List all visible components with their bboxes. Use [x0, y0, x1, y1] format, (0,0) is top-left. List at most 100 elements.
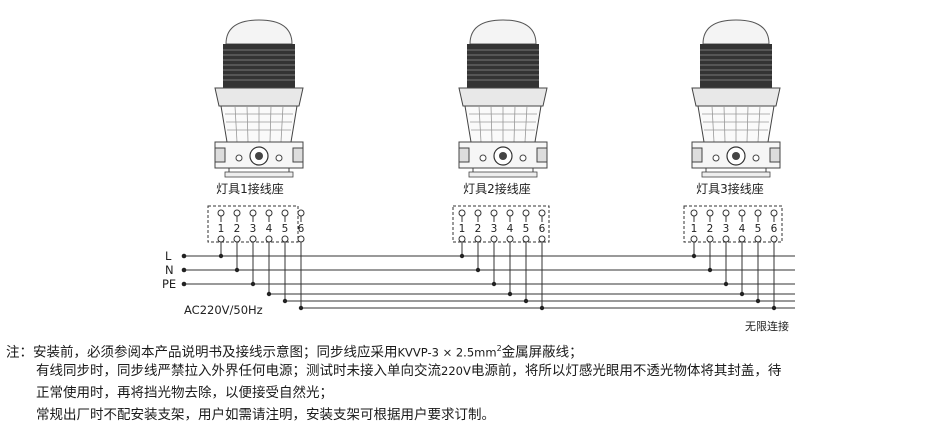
- wire-junction: [218, 253, 224, 259]
- wire-junction: [507, 291, 513, 297]
- wire-junction: [234, 267, 240, 273]
- lamp-1-illustration: [214, 19, 304, 178]
- terminal-top-screw: [538, 209, 546, 217]
- terminal-number: 2: [707, 223, 714, 235]
- wire-junction: [691, 253, 697, 259]
- terminal-number: 5: [755, 223, 762, 235]
- terminal-top-screw: [490, 209, 498, 217]
- terminal-bottom-screw: [706, 235, 714, 243]
- wire-junction: [771, 305, 777, 311]
- unlimited-connection-label: 无限连接: [745, 320, 789, 333]
- terminal-block-3: [683, 205, 783, 243]
- wire-junction: [539, 305, 545, 311]
- terminal-top-screw: [249, 209, 257, 217]
- wire-junction: [707, 267, 713, 273]
- terminal-bottom-screw: [754, 235, 762, 243]
- terminal-bottom-screw: [770, 235, 778, 243]
- terminal-bottom-screw: [297, 235, 305, 243]
- terminal-number: 3: [250, 223, 257, 235]
- cable-spec: KVVP-3 × 2.5mm: [397, 345, 497, 360]
- terminal-top-screw: [754, 209, 762, 217]
- terminal-bottom-screw: [690, 235, 698, 243]
- note-text: 安装前，必须参阅本产品说明书及接线示意图；同步线应采用: [33, 344, 398, 361]
- terminal-top-screw: [690, 209, 698, 217]
- terminal-bottom-screw: [490, 235, 498, 243]
- terminal-top-screw: [233, 209, 241, 217]
- terminal-bottom-screw: [458, 235, 466, 243]
- terminal-top-screw: [722, 209, 730, 217]
- terminal-number: 4: [507, 223, 514, 235]
- terminal-number: 1: [691, 223, 698, 235]
- terminal-bottom-screw: [281, 235, 289, 243]
- terminal-number: 2: [475, 223, 482, 235]
- terminal-number: 4: [739, 223, 746, 235]
- note-text: 有线同步时，同步线严禁拉入外界任何电源；测试时未接入单向交流: [36, 363, 441, 379]
- terminal-number: 6: [771, 223, 778, 235]
- line-label-n: N: [165, 263, 174, 277]
- terminal-number: 3: [723, 223, 730, 235]
- wire-junction: [266, 291, 272, 297]
- note-line-4: 常规出厂时不配安装支架，用户如需请注明，安装支架可根据用户要求订制。: [36, 407, 495, 423]
- wiring-diagram: 灯具1接线座 灯具2接线座 灯具3接线座 1 2 3 4 5 6 1 2 3 4…: [162, 19, 795, 333]
- line-label-pe: PE: [162, 277, 176, 291]
- terminal-number: 5: [282, 223, 289, 235]
- cable-spec-sup: 2: [496, 344, 502, 353]
- terminal-number: 1: [218, 223, 225, 235]
- terminal-top-screw: [281, 209, 289, 217]
- voltage-spec: 220V: [441, 364, 471, 378]
- wire-junction: [298, 305, 304, 311]
- terminal-bottom-screw: [538, 235, 546, 243]
- terminal-top-screw: [522, 209, 530, 217]
- note-text: 电源前，将所以灯感光眼用不透光物体将其封盖，待: [470, 363, 782, 379]
- terminal-top-screw: [458, 209, 466, 217]
- bus-endpoint: [181, 267, 187, 273]
- terminal-bottom-screw: [265, 235, 273, 243]
- terminal-number: 6: [539, 223, 546, 235]
- terminal-number: 6: [298, 223, 305, 235]
- terminal-top-screw: [506, 209, 514, 217]
- bus-endpoint: [181, 281, 187, 287]
- terminal-number: 3: [491, 223, 498, 235]
- terminal-top-screw: [770, 209, 778, 217]
- terminal-block-2: [452, 205, 550, 243]
- terminal-bottom-screw: [506, 235, 514, 243]
- power-label: AC220V/50Hz: [184, 303, 263, 317]
- note-line-3: 正常使用时，再将挡光物去除，以便接受自然光；: [36, 385, 333, 401]
- lamp-1-label: 灯具1接线座: [216, 181, 284, 196]
- terminal-number: 5: [523, 223, 530, 235]
- terminal-top-screw: [297, 209, 305, 217]
- lamp-2-illustration: [458, 19, 548, 178]
- terminal-top-screw: [474, 209, 482, 217]
- note-line-1: 注：安装前，必须参阅本产品说明书及接线示意图；同步线应采用KVVP-3 × 2.…: [6, 338, 583, 364]
- terminal-number: 4: [266, 223, 273, 235]
- wire-junction: [282, 298, 288, 304]
- lamp-2-label: 灯具2接线座: [463, 181, 531, 196]
- bus-endpoint: [181, 253, 187, 259]
- terminal-bottom-screw: [474, 235, 482, 243]
- lamp-3-illustration: [691, 19, 781, 178]
- terminal-number: 1: [459, 223, 466, 235]
- line-label-l: L: [165, 249, 172, 263]
- wire-junction: [250, 281, 256, 287]
- terminal-top-screw: [265, 209, 273, 217]
- terminal-top-screw: [706, 209, 714, 217]
- wire-junction: [755, 298, 761, 304]
- wire-junction: [723, 281, 729, 287]
- terminal-number: 2: [234, 223, 241, 235]
- wire-junction: [491, 281, 497, 287]
- terminal-bottom-screw: [233, 235, 241, 243]
- terminal-bottom-screw: [722, 235, 730, 243]
- terminal-top-screw: [217, 209, 225, 217]
- wire-junction: [523, 298, 529, 304]
- wire-junction: [459, 253, 465, 259]
- wire-junction: [475, 267, 481, 273]
- terminal-bottom-screw: [738, 235, 746, 243]
- note-line-2: 有线同步时，同步线严禁拉入外界任何电源；测试时未接入单向交流220V电源前，将所…: [36, 360, 781, 382]
- wire-junction: [739, 291, 745, 297]
- terminal-bottom-screw: [217, 235, 225, 243]
- note-prefix: 注：: [6, 344, 33, 361]
- terminal-top-screw: [738, 209, 746, 217]
- terminal-bottom-screw: [522, 235, 530, 243]
- terminal-bottom-screw: [249, 235, 257, 243]
- lamp-3-label: 灯具3接线座: [696, 181, 764, 196]
